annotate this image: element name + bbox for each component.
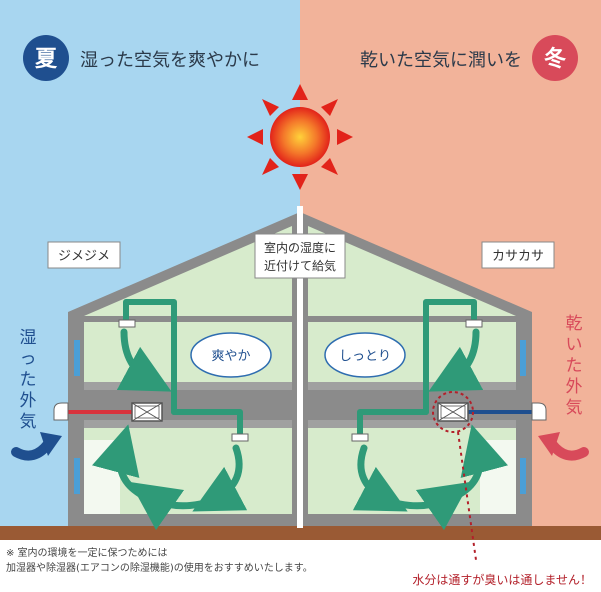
winter-airflow [352, 299, 508, 531]
footnote-line1: ※ 室内の環境を一定に保つためには [6, 546, 168, 559]
outside-air-arrow-icon [538, 432, 589, 461]
vent-hood-icon [531, 402, 547, 421]
ground [0, 526, 601, 540]
callout-line [457, 431, 477, 561]
winter-badge [532, 35, 578, 81]
svg-text:湿った外気: 湿った外気 [20, 328, 37, 432]
summer-title: 湿った空気を爽やかに [80, 50, 260, 71]
summer-house-label: ジメジメ [47, 241, 121, 269]
svg-text:ジメジメ: ジメジメ [58, 249, 110, 264]
ventilation-unit-icon [437, 402, 469, 422]
callout-text: 水分は通すが臭いは通しません！ [412, 572, 592, 587]
winter-badge-text: 冬 [544, 46, 566, 72]
footnote-area [0, 540, 601, 592]
summer-room-bubble: 爽やか [190, 332, 272, 378]
summer-outside-air-label: 湿った外気 [20, 328, 37, 432]
center-divider [297, 206, 303, 528]
svg-text:爽やか: 爽やか [211, 349, 250, 364]
winter-outside-air-label: 乾いた外気 [566, 314, 583, 418]
center-label: 室内の湿度に 近付けて給気 [254, 233, 346, 279]
svg-text:室内の湿度に: 室内の湿度に [264, 240, 336, 255]
callout-circle [432, 391, 474, 433]
footnote-line2: 加湿器や除湿器(エアコンの除湿機能)の使用をおすすめいたします。 [6, 561, 313, 574]
svg-text:近付けて給気: 近付けて給気 [264, 258, 336, 273]
winter-title: 乾いた空気に潤いを [360, 50, 522, 71]
winter-house-label: カサカサ [481, 241, 555, 269]
summer-badge [23, 35, 69, 81]
summer-airflow [92, 299, 248, 531]
outside-air-arrow-icon [11, 432, 62, 461]
winter-room-bubble: しっとり [324, 332, 406, 378]
sun-icon [247, 84, 353, 190]
summer-header: 夏 湿った空気を爽やかに [23, 35, 260, 81]
svg-text:しっとり: しっとり [339, 349, 391, 364]
ventilation-unit-icon [131, 402, 163, 422]
svg-text:カサカサ: カサカサ [492, 249, 544, 264]
svg-text:乾いた外気: 乾いた外気 [566, 314, 583, 418]
vent-hood-icon [53, 402, 69, 421]
summer-badge-text: 夏 [35, 47, 58, 72]
winter-header: 冬 乾いた空気に潤いを [360, 35, 578, 81]
